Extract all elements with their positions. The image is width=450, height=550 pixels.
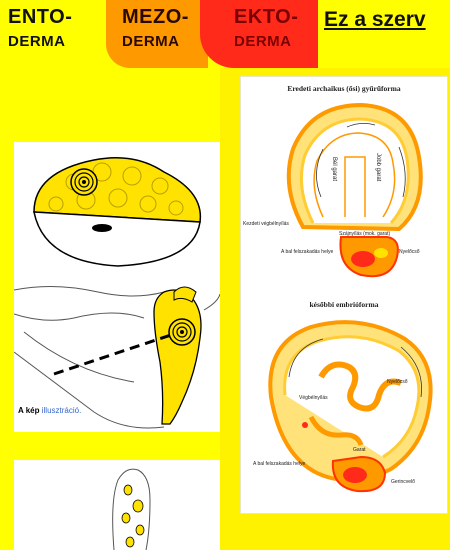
tab-mezoderma-bottom: DERMA	[122, 33, 208, 50]
heading-later: későbbi embrióforma	[310, 300, 379, 309]
illustration-left	[14, 142, 220, 432]
illustration-bottom	[14, 460, 220, 550]
label-kezdeti: Kezdeti végbélnyílás	[243, 221, 289, 227]
tab-ektoderma[interactable]: EKTO- DERMA	[200, 0, 318, 68]
label-jobb-garat: Jobb garat	[375, 153, 381, 182]
label-garat: Garat	[353, 447, 366, 453]
tab-entoderma[interactable]: ENTO- DERMA	[0, 0, 110, 68]
page-title: Ez a szerv	[324, 8, 426, 32]
label-nyelocso-top: Nyelőcső	[399, 249, 420, 255]
label-bal-felszakadas-bottom: A bal felszakadás helye	[253, 461, 305, 467]
label-bal-felszakadas-top: A bal felszakadás helye	[281, 249, 333, 255]
caption-part-b: illusztráció.	[42, 406, 82, 415]
ring-form-diagram: Eredeti archaikus (ősi) gyűrűforma Bél g…	[241, 77, 447, 513]
illustration-caption: A kép illusztráció.	[18, 406, 81, 415]
bottom-partial-illustration	[14, 460, 220, 550]
heading-archaic: Eredeti archaikus (ősi) gyűrűforma	[287, 84, 401, 93]
tab-ektoderma-top: EKTO-	[234, 6, 318, 29]
tab-entoderma-top: ENTO-	[8, 6, 110, 29]
tab-mezoderma[interactable]: MEZO- DERMA	[106, 0, 208, 68]
tab-ektoderma-bottom: DERMA	[234, 33, 318, 50]
tab-mezoderma-top: MEZO-	[122, 6, 208, 29]
label-bel-garat: Bél garat	[331, 157, 337, 181]
label-gerincvelo: Gerincvelő	[391, 479, 415, 485]
target-circle-bottom	[169, 319, 195, 345]
embryo-cross-section-illustration	[14, 142, 220, 432]
label-nyelocso-bottom: Nyelőcső	[387, 379, 408, 385]
caption-part-a: A kép	[18, 406, 40, 415]
diagram-right: Eredeti archaikus (ősi) gyűrűforma Bél g…	[240, 76, 448, 514]
target-circle-top	[71, 169, 97, 195]
label-vegbelnyilas: Végbélnyílás	[299, 395, 328, 401]
tab-entoderma-bottom: DERMA	[8, 33, 110, 50]
